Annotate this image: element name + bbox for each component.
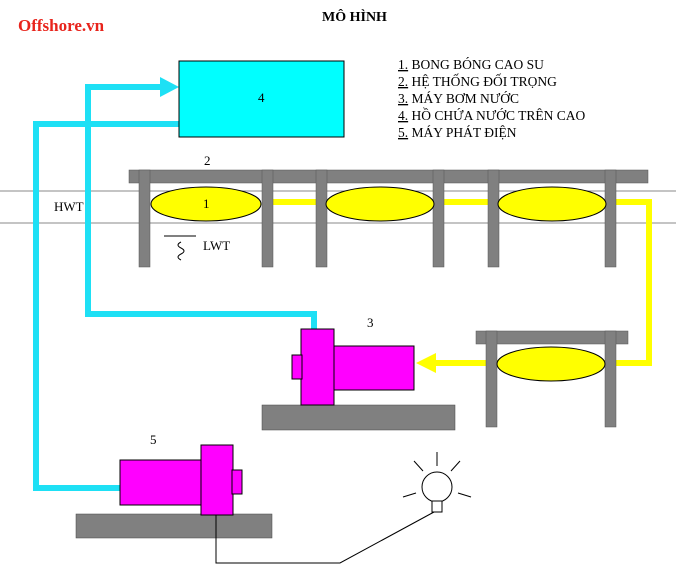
cyan-pipe-lower xyxy=(33,121,179,491)
svg-text:4. HỒ CHỨA NƯỚC TRÊN CAO: 4. HỒ CHỨA NƯỚC TRÊN CAO xyxy=(398,108,585,123)
legend-item-1: 1. BONG BÓNG CAO SU xyxy=(398,57,544,72)
pump-shaft xyxy=(291,354,303,380)
legend-text: MÁY BƠM NƯỚC xyxy=(412,91,520,106)
balloon-label: 1 xyxy=(203,196,210,211)
svg-text:5. MÁY PHÁT ĐIỆN: 5. MÁY PHÁT ĐIỆN xyxy=(398,125,517,140)
legend-item-3: 3. MÁY BƠM NƯỚC xyxy=(398,91,519,106)
rubber-balloon xyxy=(497,186,607,222)
support-post xyxy=(487,169,500,268)
beam-label: 2 xyxy=(204,153,211,168)
generator-label: 5 xyxy=(150,432,157,447)
svg-text:1. BONG BÓNG CAO SU: 1. BONG BÓNG CAO SU xyxy=(398,57,544,72)
lower-frame-post xyxy=(485,330,498,428)
counterweight-beam xyxy=(128,169,649,184)
legend-num: 2. xyxy=(398,74,408,89)
legend-text: HỒ CHỨA NƯỚC TRÊN CAO xyxy=(412,108,586,123)
legend-num: 3. xyxy=(398,91,408,106)
generator-base xyxy=(75,513,273,539)
cyan-pipe-upper xyxy=(85,84,317,335)
legend: 1. BONG BÓNG CAO SU 2. HỆ THỐNG ĐỐI TRỌN… xyxy=(398,57,585,140)
pump-housing xyxy=(300,328,335,406)
legend-text: HỆ THỐNG ĐỐI TRỌNG xyxy=(412,74,558,89)
svg-text:2. HỆ THỐNG ĐỐI TRỌNG: 2. HỆ THỐNG ĐỐI TRỌNG xyxy=(398,74,557,89)
legend-text: MÁY PHÁT ĐIỆN xyxy=(412,125,517,140)
tank-label: 4 xyxy=(258,90,265,105)
support-post xyxy=(261,169,274,268)
hwt-label: HWT xyxy=(54,199,84,214)
legend-item-2: 2. HỆ THỐNG ĐỐI TRỌNG xyxy=(398,74,557,89)
generator-body xyxy=(119,459,203,506)
legend-num: 5. xyxy=(398,125,408,140)
support-post xyxy=(432,169,445,268)
water-level-symbol xyxy=(164,235,196,261)
yellow-arrow-head xyxy=(416,353,436,373)
rubber-balloon xyxy=(150,186,262,222)
light-bulb-icon xyxy=(402,452,472,513)
lwt-label: LWT xyxy=(203,238,230,253)
support-posts xyxy=(138,169,617,268)
lower-frame-post xyxy=(604,330,617,428)
generator-shaft xyxy=(231,469,243,495)
rubber-balloon xyxy=(496,346,606,382)
support-post xyxy=(604,169,617,268)
svg-text:3. MÁY BƠM NƯỚC: 3. MÁY BƠM NƯỚC xyxy=(398,91,519,106)
elevated-water-tank xyxy=(178,60,345,138)
rubber-balloon xyxy=(325,186,435,222)
brand-logo-text: Offshore.vn xyxy=(18,16,105,35)
pump-base xyxy=(261,404,456,431)
generator-housing xyxy=(200,444,234,516)
pump-body xyxy=(333,345,415,391)
support-post xyxy=(315,169,328,268)
legend-item-4: 4. HỒ CHỨA NƯỚC TRÊN CAO xyxy=(398,108,585,123)
legend-num: 4. xyxy=(398,108,408,123)
legend-text: BONG BÓNG CAO SU xyxy=(412,57,545,72)
cyan-arrow-head xyxy=(160,77,179,97)
lower-frame-beam xyxy=(475,330,629,345)
diagram-title: MÔ HÌNH xyxy=(322,8,387,25)
electric-wire xyxy=(215,511,435,564)
support-post xyxy=(138,169,151,268)
legend-item-5: 5. MÁY PHÁT ĐIỆN xyxy=(398,125,517,140)
pump-label: 3 xyxy=(367,315,374,330)
legend-num: 1. xyxy=(398,57,408,72)
